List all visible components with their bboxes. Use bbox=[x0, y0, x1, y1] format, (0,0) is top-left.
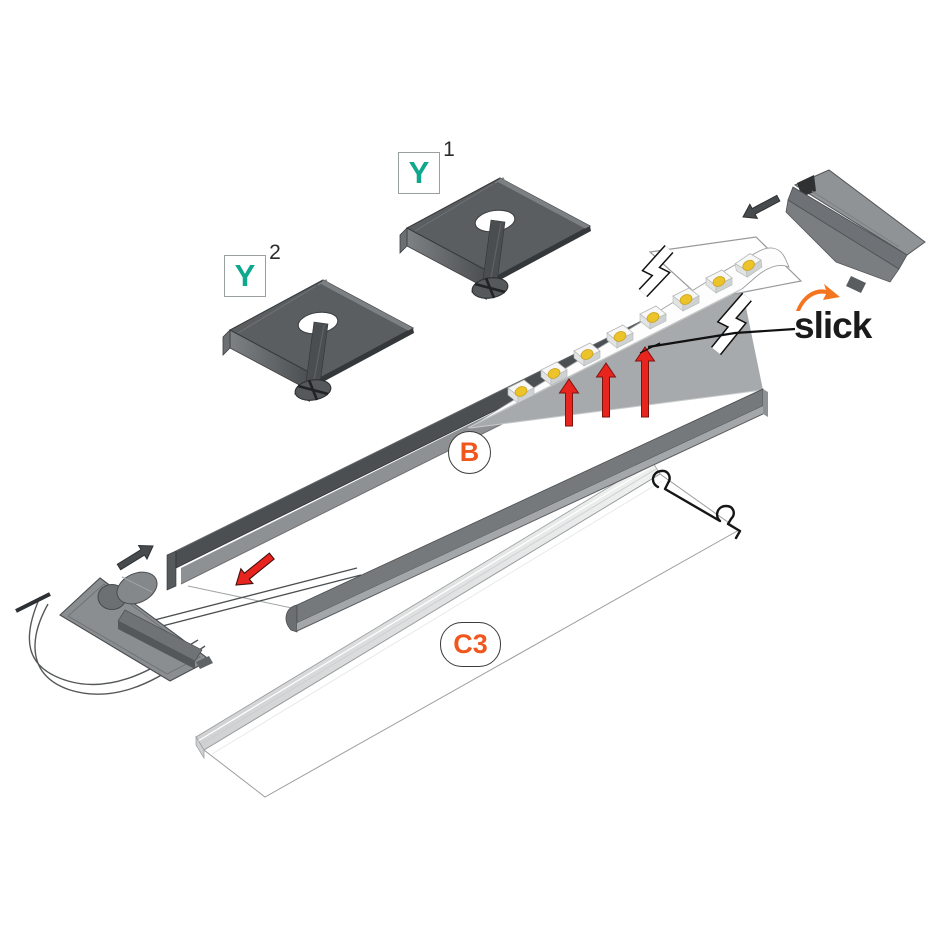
bracket-y1-superscript: 1 bbox=[443, 138, 455, 161]
break-mark-bottom bbox=[710, 292, 752, 356]
profile-b-label: B bbox=[448, 431, 491, 474]
end-cap-right-graphic bbox=[785, 169, 926, 293]
profile-channel-graphic bbox=[470, 288, 763, 428]
bracket-y1-label: Y bbox=[398, 152, 440, 194]
brand-wordmark: slick bbox=[794, 305, 872, 346]
dark-arrow-left-cap bbox=[114, 538, 158, 575]
brand-swoosh-icon bbox=[796, 284, 840, 311]
bracket-y2-graphic bbox=[221, 278, 416, 404]
bracket-y2-superscript: 2 bbox=[269, 241, 281, 264]
red-arrows-up bbox=[558, 346, 656, 427]
bracket-y2-label: Y bbox=[224, 255, 266, 297]
channel-edge-line bbox=[469, 389, 764, 429]
bracket-y1-letter: Y bbox=[408, 155, 430, 190]
cover-c3-label: C3 bbox=[440, 622, 501, 667]
led-strip-graphic bbox=[467, 247, 790, 429]
brand-leader-line bbox=[639, 327, 796, 354]
red-arrow-endcap bbox=[235, 552, 275, 586]
bracket-y1-graphic bbox=[398, 176, 593, 302]
profile-near-rail-graphic bbox=[285, 388, 768, 633]
dark-arrow-right-cap bbox=[738, 190, 783, 225]
break-mark-top bbox=[638, 244, 674, 298]
bracket-y2-letter: Y bbox=[234, 258, 256, 293]
end-cap-cable-graphic bbox=[59, 571, 213, 682]
